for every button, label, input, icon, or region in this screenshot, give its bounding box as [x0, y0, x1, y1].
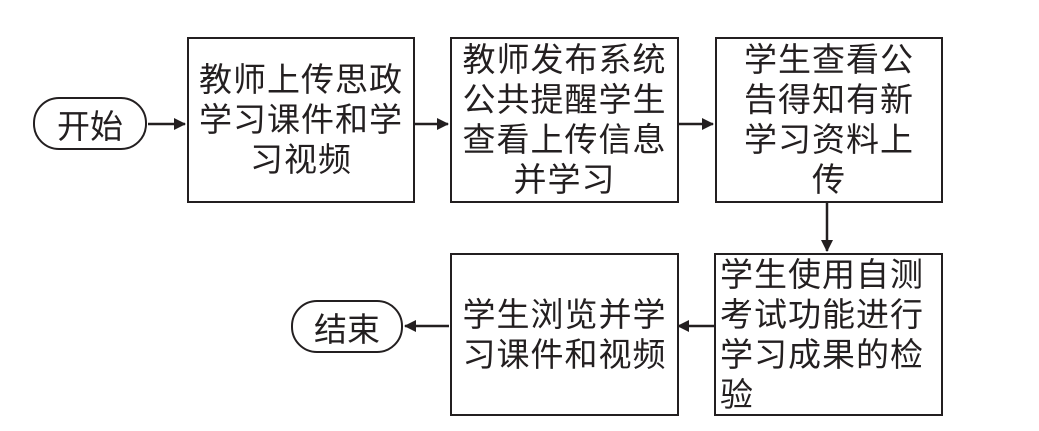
step-upload: 教师上传思政学习课件和学习视频 — [187, 37, 415, 203]
step-browse: 学生浏览并学习课件和视频 — [450, 253, 679, 416]
end-label: 结束 — [314, 309, 380, 349]
step-browse-text: 学生浏览并学习课件和视频 — [462, 294, 667, 374]
start-node: 开始 — [33, 97, 147, 150]
step-remind: 教师发布系统公共提醒学生查看上传信息并学习 — [450, 37, 679, 203]
end-node: 结束 — [291, 300, 403, 353]
step-remind-text: 教师发布系统公共提醒学生查看上传信息并学习 — [462, 40, 667, 199]
step-notice: 学生查看公告得知有新学习资料上传 — [715, 37, 943, 203]
step-selftest: 学生使用自测考试功能进行学习成果的检验 — [714, 253, 943, 416]
step-notice-text: 学生查看公告得知有新学习资料上传 — [744, 40, 914, 199]
start-label: 开始 — [57, 106, 123, 146]
step-upload-text: 教师上传思政学习课件和学习视频 — [199, 60, 403, 179]
step-selftest-text: 学生使用自测考试功能进行学习成果的检验 — [720, 254, 924, 414]
